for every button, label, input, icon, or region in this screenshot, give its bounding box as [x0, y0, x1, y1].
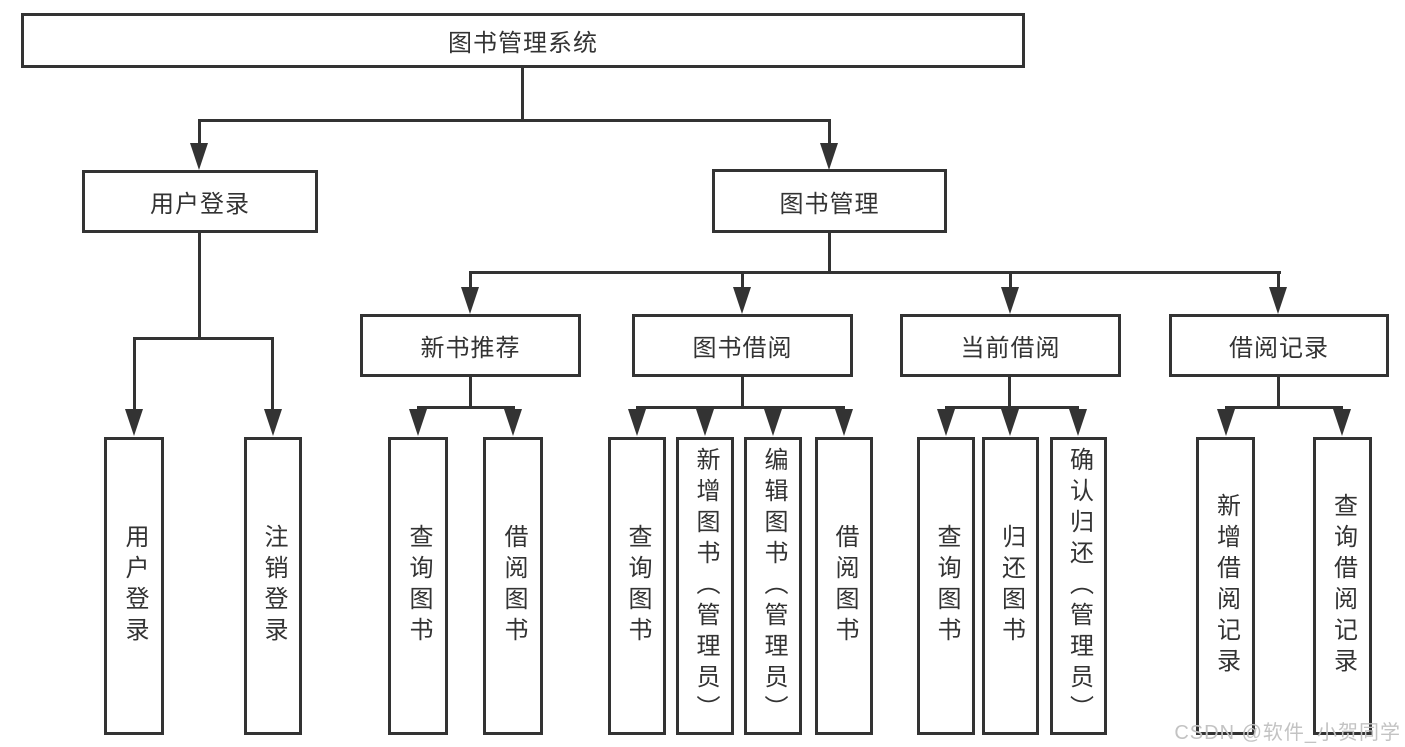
leaf-borrowing-edit-books-admin: 编辑图书（管理员） [744, 437, 802, 735]
node-book-management: 图书管理 [712, 169, 947, 233]
leaf-borrowing-add-books-admin: 新增图书（管理员） [676, 437, 734, 735]
node-label: 当前借阅 [960, 335, 1061, 362]
leaf-borrowing-borrow-books: 借阅图书 [815, 437, 873, 735]
arrow-down-icon [461, 287, 479, 314]
leaf-borrowing-query-books: 查询图书 [608, 437, 666, 735]
connector-hline [945, 406, 1079, 409]
node-label: 查询借阅记录 [1329, 493, 1357, 679]
node-label: 图书管理系统 [448, 30, 598, 57]
node-label: 新增借阅记录 [1212, 493, 1240, 679]
connector-vline [469, 377, 472, 408]
arrow-down-icon [1001, 409, 1019, 436]
watermark: CSDN @软件_小贺同学 [1174, 722, 1401, 744]
leaf-records-query-borrow-record: 查询借阅记录 [1313, 437, 1372, 735]
node-borrowing-records: 借阅记录 [1169, 314, 1389, 377]
connector-hline [198, 119, 831, 122]
node-label: 借阅记录 [1229, 335, 1329, 362]
arrow-down-icon [628, 409, 646, 436]
connector-vline [521, 68, 524, 122]
connector-hline [417, 406, 515, 409]
node-label: 图书管理 [779, 190, 880, 218]
arrow-down-icon [409, 409, 427, 436]
leaf-current-confirm-return-admin: 确认归还（管理员） [1050, 437, 1107, 735]
node-label: 借阅图书 [500, 524, 527, 648]
node-label: 新增图书（管理员） [692, 446, 719, 726]
node-label: 注销登录 [260, 524, 287, 648]
leaf-records-add-borrow-record: 新增借阅记录 [1196, 437, 1255, 735]
connector-vline [741, 377, 744, 408]
arrow-down-icon [125, 409, 143, 436]
connector-hline [636, 406, 845, 409]
connector-vline [198, 233, 201, 339]
connector-vline [271, 337, 274, 414]
arrow-down-icon [835, 409, 853, 436]
leaf-newbook-borrow-books: 借阅图书 [483, 437, 543, 735]
connector-hline [470, 271, 1281, 274]
arrow-down-icon [190, 143, 208, 170]
node-label: 图书借阅 [692, 335, 793, 362]
leaf-current-query-books: 查询图书 [917, 437, 975, 735]
arrow-down-icon [1001, 287, 1019, 314]
connector-vline [133, 337, 136, 414]
node-user-login: 用户登录 [82, 170, 318, 233]
node-library-management-system: 图书管理系统 [21, 13, 1025, 68]
arrow-down-icon [696, 409, 714, 436]
connector-vline [828, 233, 831, 274]
node-label: 查询图书 [624, 524, 651, 648]
node-label: 查询图书 [405, 524, 432, 648]
leaf-current-return-books: 归还图书 [982, 437, 1039, 735]
node-label: 借阅图书 [831, 524, 858, 648]
node-new-book-recommend: 新书推荐 [360, 314, 581, 377]
arrow-down-icon [937, 409, 955, 436]
arrow-down-icon [820, 143, 838, 170]
arrow-down-icon [1217, 409, 1235, 436]
leaf-user-login-action: 用户登录 [104, 437, 164, 735]
connector-hline [1225, 406, 1343, 409]
node-label: 新书推荐 [420, 335, 521, 362]
connector-vline [1277, 377, 1280, 408]
connector-vline [198, 119, 201, 149]
node-label: 确认归还（管理员） [1065, 446, 1093, 726]
arrow-down-icon [764, 409, 782, 436]
leaf-newbook-query-books: 查询图书 [388, 437, 448, 735]
arrow-down-icon [1333, 409, 1351, 436]
connector-vline [1008, 377, 1011, 408]
node-label: 用户登录 [121, 524, 148, 648]
arrow-down-icon [264, 409, 282, 436]
connector-vline [469, 271, 472, 292]
node-current-borrowing: 当前借阅 [900, 314, 1121, 377]
arrow-down-icon [1069, 409, 1087, 436]
leaf-logout-login: 注销登录 [244, 437, 302, 735]
connector-vline [828, 119, 831, 149]
connector-vline [1009, 271, 1012, 292]
arrow-down-icon [1269, 287, 1287, 314]
arrow-down-icon [733, 287, 751, 314]
node-label: 用户登录 [150, 191, 250, 218]
node-label: 查询图书 [933, 524, 960, 648]
connector-vline [741, 271, 744, 292]
node-label: 编辑图书（管理员） [760, 446, 787, 726]
connector-hline [133, 337, 274, 340]
node-book-borrowing: 图书借阅 [632, 314, 853, 377]
arrow-down-icon [504, 409, 522, 436]
node-label: 归还图书 [997, 524, 1025, 648]
connector-vline [1277, 271, 1280, 292]
